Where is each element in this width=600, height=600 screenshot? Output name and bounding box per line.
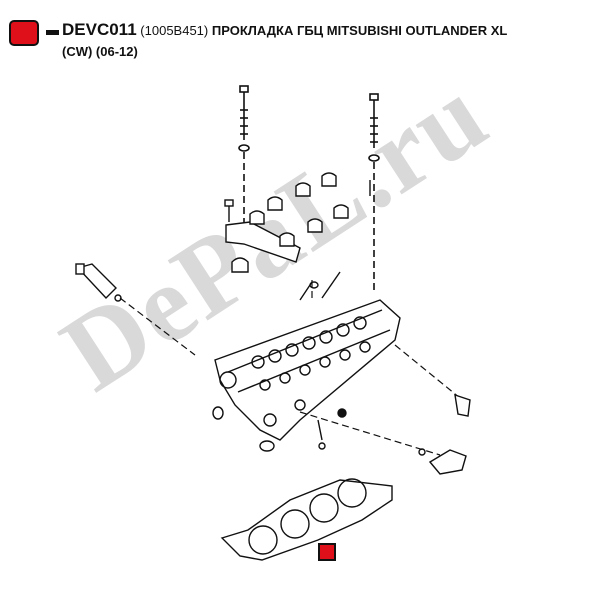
marker-dash (46, 30, 59, 35)
title-line: DEVC011 (1005B451) ПРОКЛАДКА ГБЦ MITSUBI… (62, 20, 507, 40)
part-subtitle: (CW) (06-12) (62, 44, 138, 59)
leader-lines (119, 280, 461, 456)
oil-control-valve-left (75, 263, 122, 302)
head-bolt-right (368, 93, 380, 290)
head-gasket (220, 478, 393, 561)
gasket-highlight-marker (318, 543, 336, 561)
part-description: ПРОКЛАДКА ГБЦ MITSUBISHI OUTLANDER XL (211, 23, 508, 38)
part-code: DEVC011 (62, 20, 137, 39)
part-color-marker (9, 20, 39, 46)
small-parts (212, 281, 347, 452)
cylinder-head (214, 271, 401, 441)
oil-control-valve-right (418, 448, 467, 475)
oem-number: (1005B451) (140, 23, 209, 38)
head-bolt-left (238, 85, 250, 225)
sensor-right (454, 393, 471, 417)
camshaft-caps (224, 172, 371, 273)
